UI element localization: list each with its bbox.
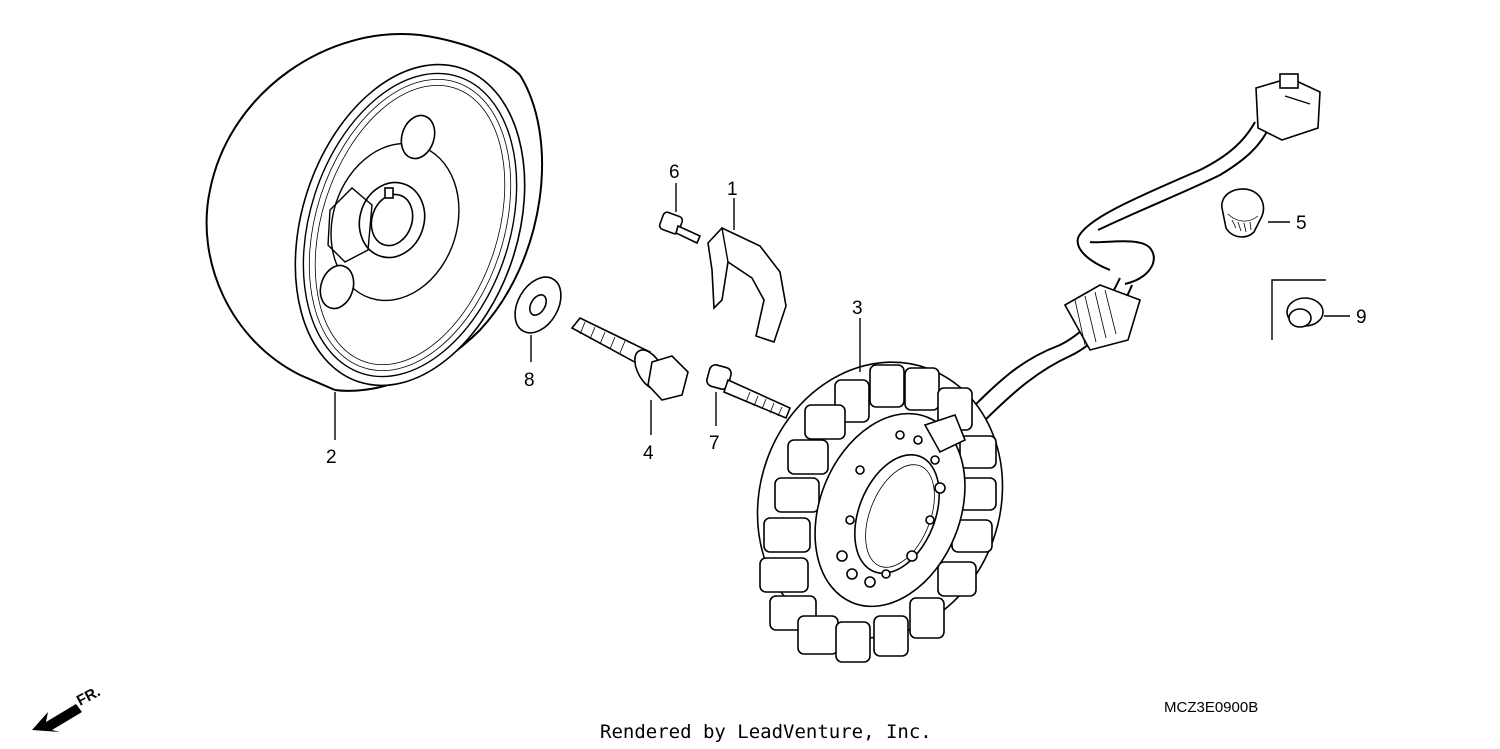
stator[interactable]	[719, 73, 1321, 673]
callout-8: 8	[524, 370, 535, 391]
band-clamp[interactable]	[1221, 188, 1265, 238]
stator-bolt[interactable]	[706, 364, 792, 420]
callout-1: 1	[727, 179, 738, 200]
callout-9: 9	[1356, 307, 1367, 328]
grommet-bracket	[1271, 279, 1326, 340]
wire-clamp[interactable]	[707, 227, 787, 344]
grommet[interactable]	[1286, 297, 1324, 328]
flywheel[interactable]	[205, 33, 564, 415]
front-direction-arrow-icon	[32, 704, 82, 732]
flange-bolt[interactable]	[570, 317, 689, 401]
callout-7: 7	[709, 433, 720, 454]
callout-2: 2	[326, 447, 337, 468]
washer[interactable]	[506, 269, 571, 341]
direction-label: FR.	[74, 683, 103, 709]
credit-text: Rendered by LeadVenture, Inc.	[600, 721, 932, 743]
callout-4: 4	[643, 443, 654, 464]
callout-6: 6	[669, 162, 680, 183]
callout-5: 5	[1296, 213, 1307, 234]
diagram-code: MCZ3E0900B	[1164, 699, 1258, 716]
small-bolt[interactable]	[658, 211, 702, 245]
callout-3: 3	[852, 298, 863, 319]
